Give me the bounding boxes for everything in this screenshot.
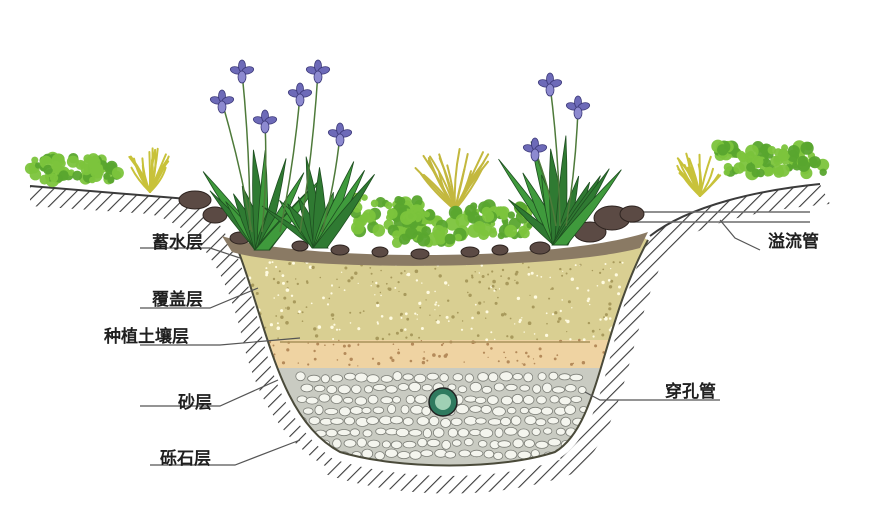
perforated-pipe-graphic [428, 387, 458, 417]
label-planting-soil-layer: 种植土壤层 [104, 327, 189, 347]
ground-surface-left [29, 185, 201, 201]
storage-layer-surface [222, 232, 648, 266]
label-gravel-layer: 砾石层 [160, 449, 211, 469]
label-storage-layer: 蓄水层 [152, 233, 203, 253]
overflow-pipe-graphic [630, 211, 810, 223]
label-cover-layer: 覆盖层 [152, 290, 203, 310]
leader-lines [140, 219, 761, 466]
surface-rocks [178, 190, 645, 260]
ground-hatch-right [560, 184, 830, 474]
label-sand-layer: 砂层 [178, 393, 212, 413]
soil-texture [239, 260, 638, 367]
ground-surface-right [649, 183, 821, 237]
label-overflow-pipe: 溢流管 [768, 232, 819, 252]
ground-hatch-left [30, 186, 350, 478]
label-perforated-pipe: 穿孔管 [665, 382, 716, 402]
basin-outline [237, 239, 649, 467]
vegetation [24, 59, 830, 251]
ground-hatch-bottom [325, 458, 572, 494]
